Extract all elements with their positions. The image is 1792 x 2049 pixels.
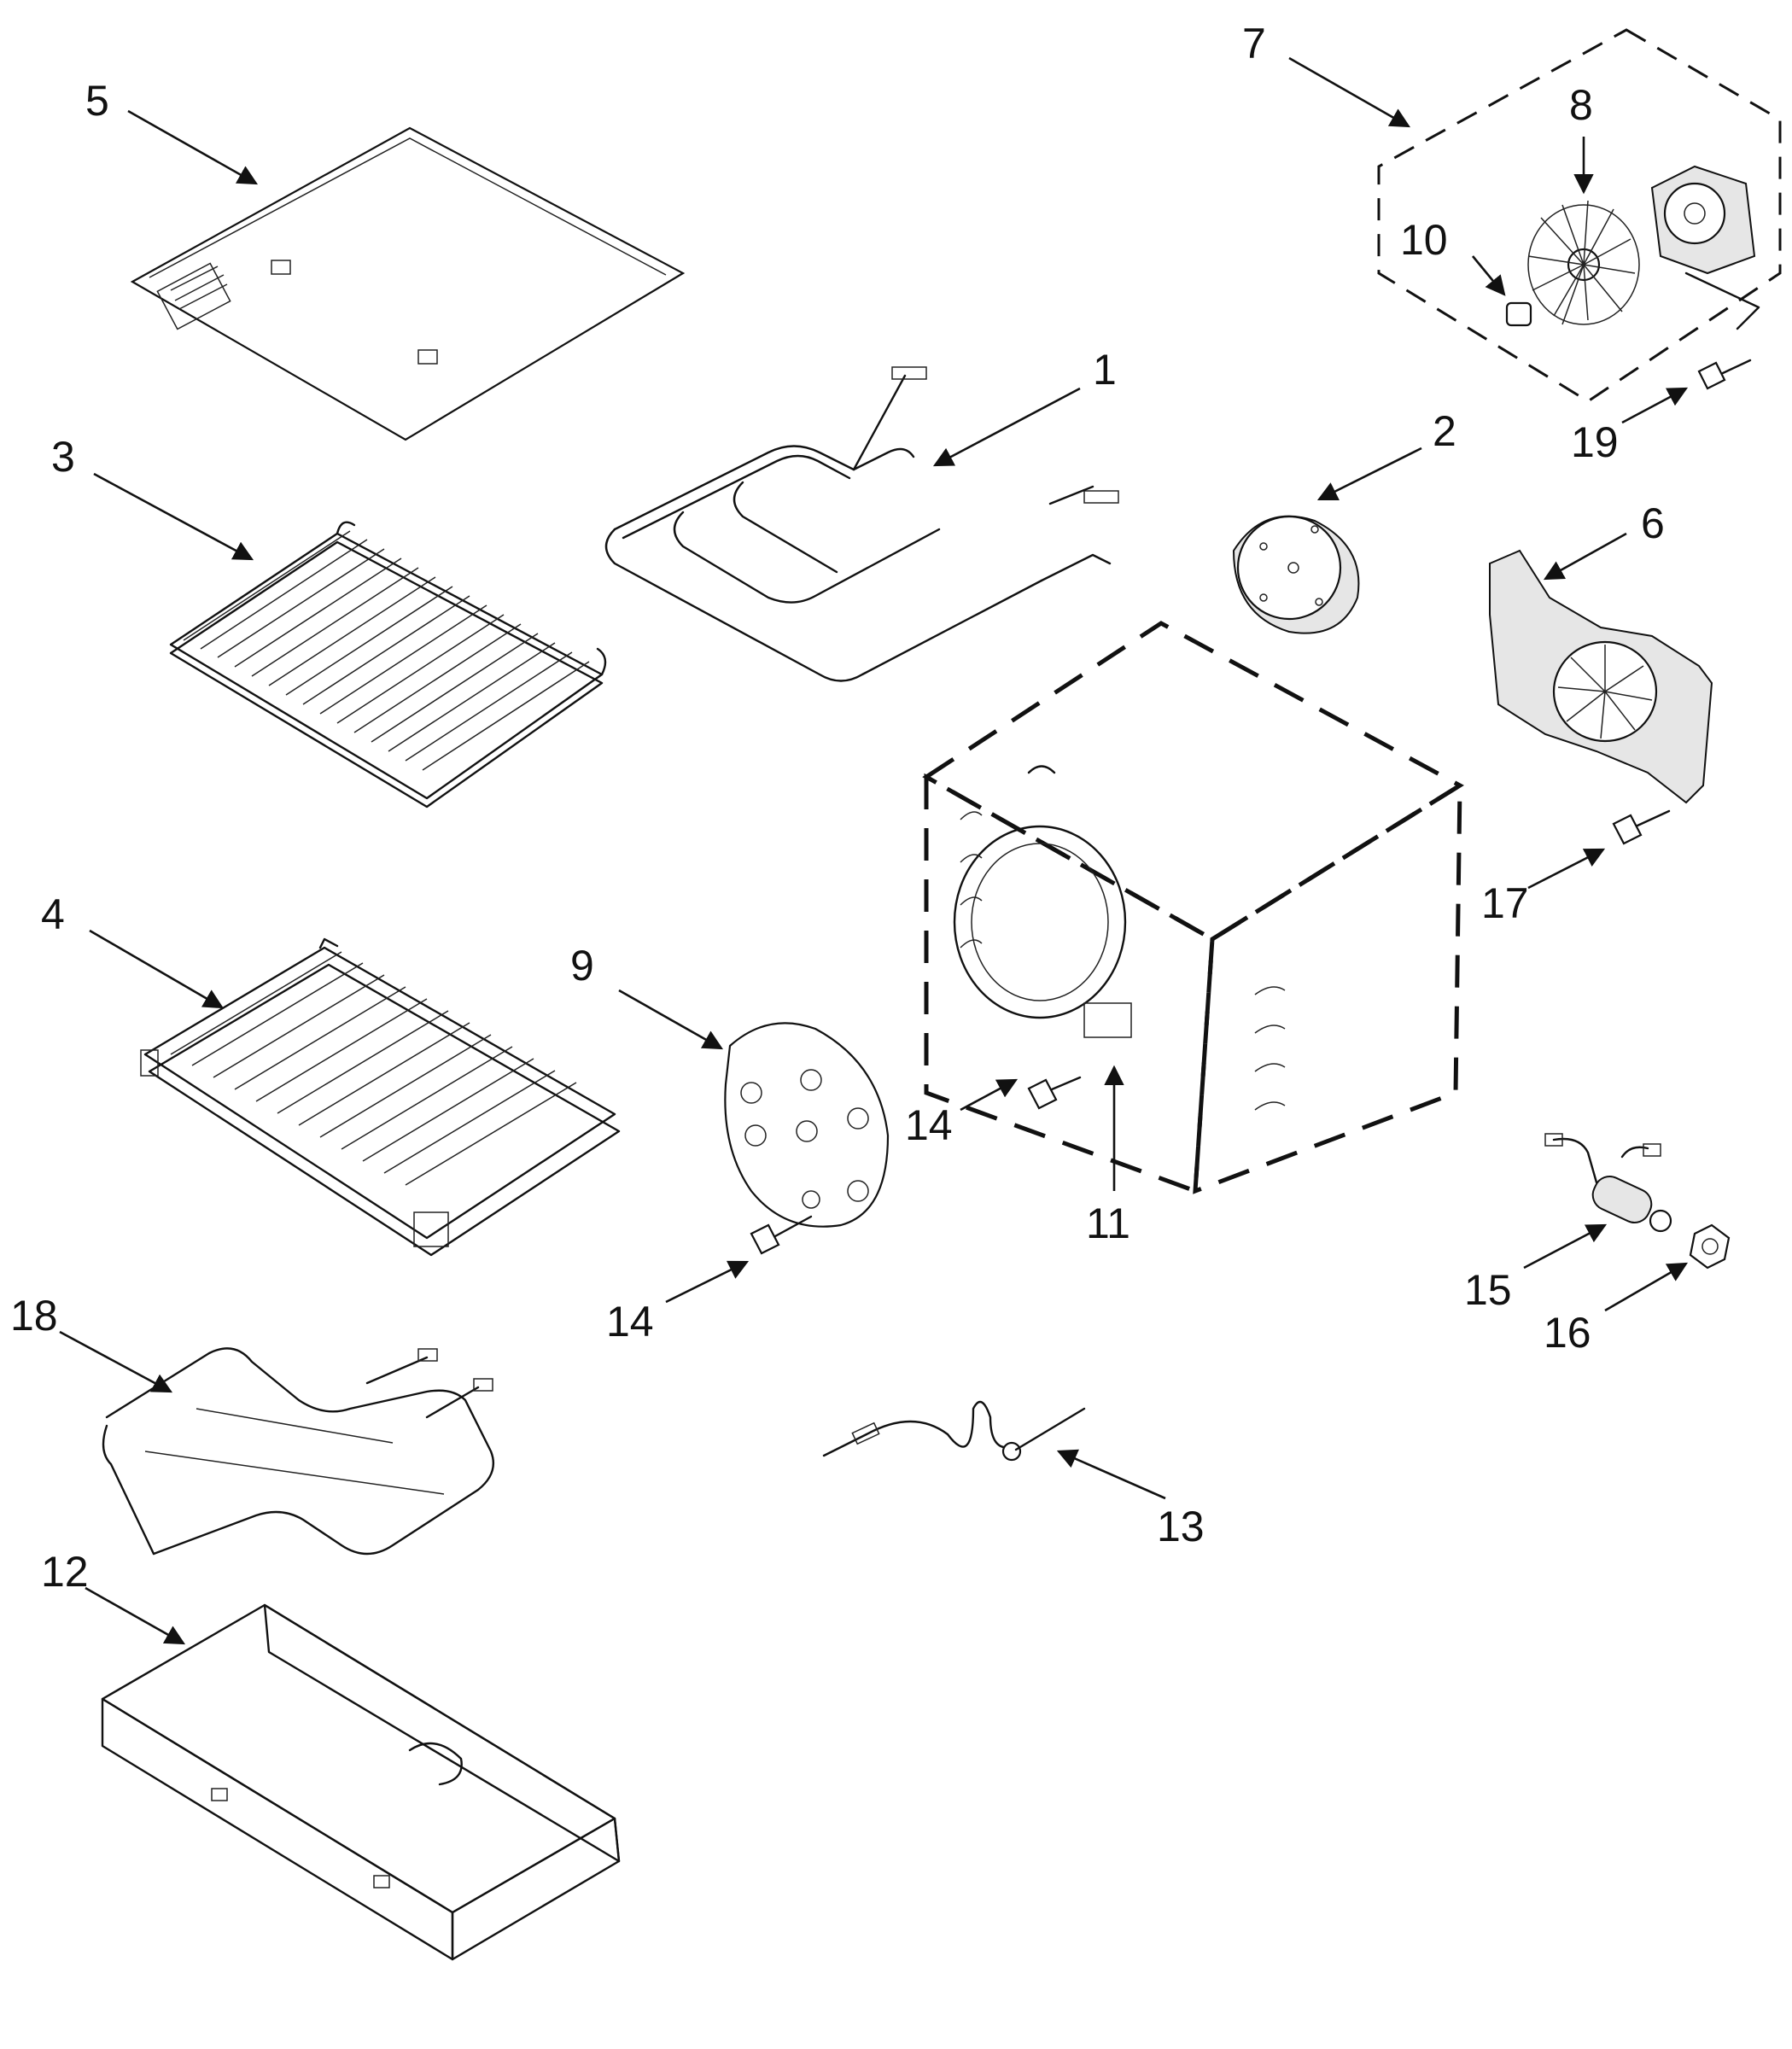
leader-arrows: [59, 56, 1689, 1645]
label-6: 6: [1641, 499, 1665, 547]
part-5-top-panel[interactable]: [130, 126, 686, 441]
label-10: 10: [1400, 216, 1448, 264]
part-10-nut[interactable]: [1505, 301, 1532, 327]
label-1: 1: [1093, 346, 1117, 394]
part-17-screw[interactable]: [1612, 809, 1671, 845]
part-6-fan-cover[interactable]: [1489, 549, 1713, 804]
part-11-oven-cavity[interactable]: [922, 621, 1464, 1194]
part-7-fan-motor-assembly[interactable]: [1377, 28, 1782, 403]
label-14-lower: 14: [606, 1298, 654, 1346]
part-14-screw-upper[interactable]: [1027, 1076, 1082, 1110]
label-5: 5: [85, 77, 109, 125]
label-4: 4: [41, 890, 65, 938]
part-8-motor[interactable]: [1650, 165, 1760, 330]
label-7: 7: [1242, 20, 1266, 67]
part-2-round-cover[interactable]: [1232, 515, 1360, 634]
label-14-upper: 14: [905, 1101, 953, 1149]
label-17: 17: [1481, 879, 1529, 927]
label-8: 8: [1569, 81, 1593, 129]
part-3-oven-rack[interactable]: [169, 521, 607, 809]
part-4-rollout-rack[interactable]: [140, 937, 621, 1257]
label-2: 2: [1433, 407, 1456, 455]
part-18-bake-element[interactable]: [102, 1347, 495, 1556]
part-13-meat-probe[interactable]: [822, 1400, 1086, 1462]
label-11: 11: [1086, 1200, 1130, 1247]
part-14-screw-lower[interactable]: [750, 1215, 813, 1255]
label-15: 15: [1464, 1266, 1512, 1314]
label-3: 3: [51, 433, 75, 481]
part-15-sensor[interactable]: [1544, 1133, 1672, 1233]
part-9-plate[interactable]: [724, 1022, 890, 1228]
label-13: 13: [1157, 1503, 1205, 1550]
part-12-drip-tray[interactable]: [101, 1603, 621, 1961]
part-number-labels: 1 2 3 4 5 6 7 8 9 10 11 12 13 14 14 15 1…: [10, 20, 1665, 1596]
label-9: 9: [570, 942, 594, 989]
label-16: 16: [1544, 1309, 1591, 1357]
label-12: 12: [41, 1548, 89, 1596]
part-1-broil-element[interactable]: [604, 366, 1119, 682]
label-19: 19: [1571, 418, 1619, 466]
label-18: 18: [10, 1292, 58, 1340]
part-19-screw[interactable]: [1697, 359, 1752, 390]
part-8-fan-blade[interactable]: [1527, 200, 1640, 325]
part-16-nut[interactable]: [1689, 1223, 1731, 1270]
